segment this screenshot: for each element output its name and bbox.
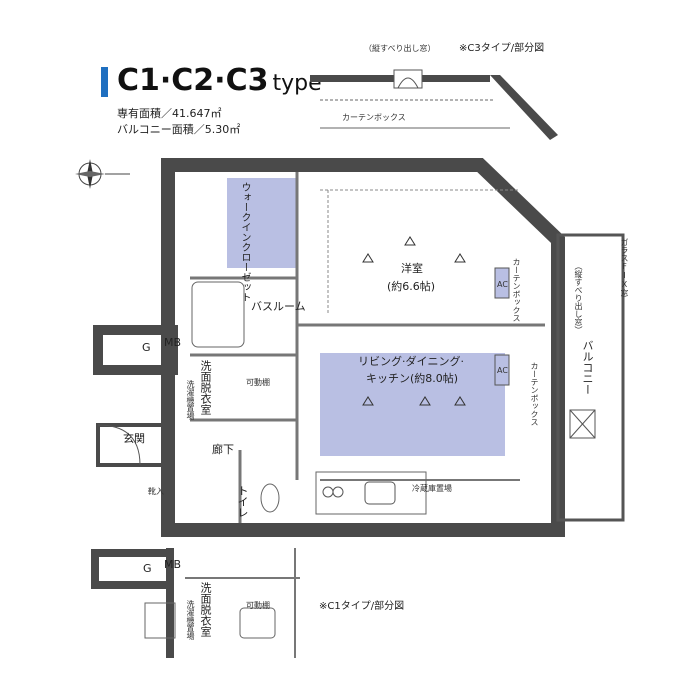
ac-label-2: AC [497,366,508,375]
room-toilet: トイレ [236,485,249,518]
glass-fixed-window: ガラスFIX窓 [620,238,629,297]
room-mb: MB [164,336,182,349]
room-fridge: 冷蔵庫置場 [412,484,452,493]
room-entrance: 玄関 [123,432,145,445]
curtain-box-1: カーテンボックス [530,362,539,426]
room-washroom: 洗面脱衣室 [199,360,212,415]
area-exclusive: 専有面積／41.647㎡ [117,107,222,120]
room-balcony: バルコニー [581,340,594,395]
c1-mb: MB [164,558,182,571]
title-accent-bar [101,67,108,97]
c3-window-note: （縦すべり出し窓） [364,44,436,53]
room-movable-shelf: 可動棚 [246,378,270,387]
room-g: G [142,341,151,354]
c1-partial-plan [91,548,300,658]
room-hallway: 廊下 [212,443,234,456]
ac-label-1: AC [497,280,508,289]
main-floor-plan [93,158,625,537]
c3-caption: ※C3タイプ/部分図 [459,43,545,54]
room-western: 洋室 [401,262,423,275]
c1-laundry: 洗濯機置場 [186,600,195,640]
room-bath: バスルーム [251,300,306,313]
c1-caption: ※C1タイプ/部分図 [319,601,405,612]
room-ldk-line1: リビング·ダイニング· [358,355,464,368]
room-shoe-box: 靴入 [148,487,164,496]
compass-icon [75,159,130,189]
room-western-size: (約6.6帖) [387,280,436,293]
side-window-note: （縦すべり出し窓） [574,262,583,334]
room-laundry: 洗濯機置場 [186,380,195,420]
c3-partial-plan [310,69,558,140]
room-walk-in-closet: ウォークインクローゼット [239,182,250,302]
c1-washroom: 洗面脱衣室 [199,582,212,637]
c1-movable-shelf: 可動棚 [246,601,270,610]
c3-curtain-box: カーテンボックス [342,113,406,122]
area-balcony: バルコニー面積／5.30㎡ [117,123,241,136]
curtain-box-2: カーテンボックス [512,258,521,322]
room-ldk-line2: キッチン(約8.0帖) [366,372,459,385]
c1-g: G [143,562,152,575]
